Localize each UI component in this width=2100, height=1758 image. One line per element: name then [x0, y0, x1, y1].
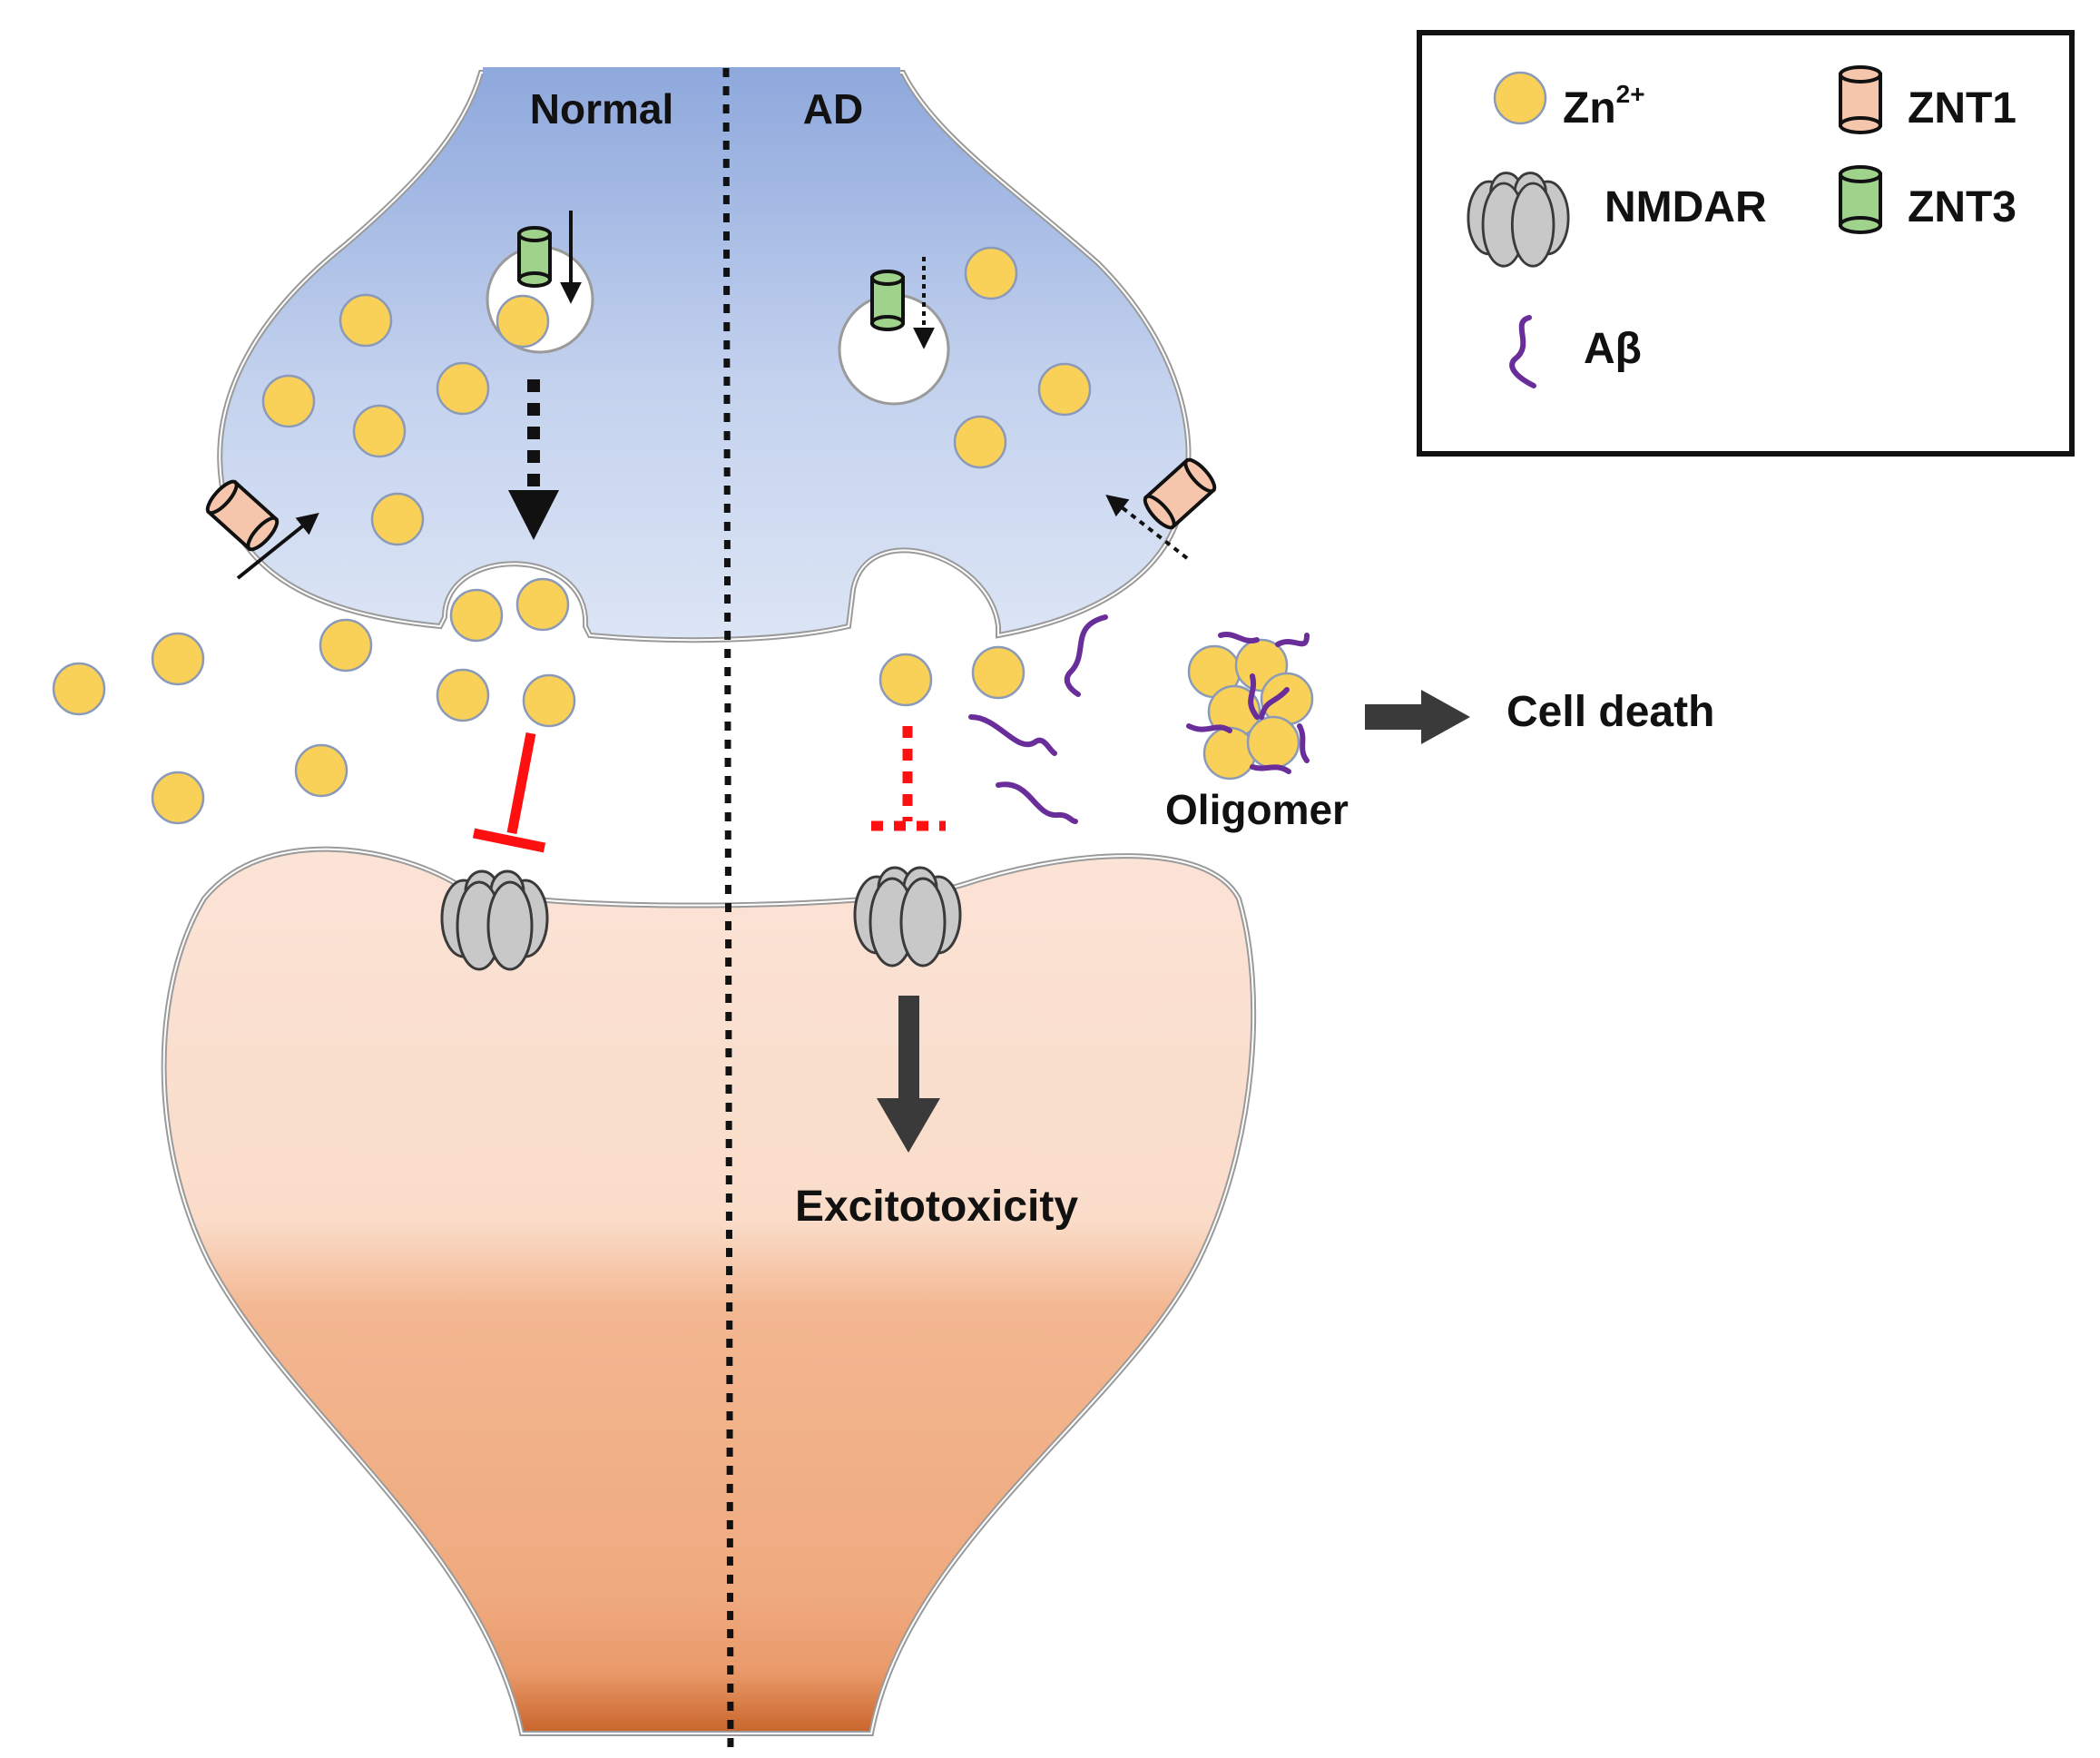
zinc-ion: [515, 577, 570, 632]
abeta-fragments: [968, 614, 1108, 824]
exocytosis-arrow: [508, 379, 559, 540]
ad-label: AD: [803, 85, 863, 133]
zinc-ion: [261, 374, 316, 428]
legend-abeta-icon: [1509, 315, 1536, 388]
legend-znt3-icon: [1839, 165, 1882, 234]
zinc-ion: [436, 668, 490, 722]
legend: Zn2+ ZNT1 NMDAR ZNT3 Aβ: [1417, 30, 2075, 457]
legend-nmdar-label: NMDAR: [1604, 183, 1767, 231]
legend-nmdar-icon: [1467, 172, 1570, 268]
abeta-zinc-oligomer: [1186, 631, 1314, 781]
presynaptic-membrane-inner: [219, 72, 1190, 642]
presynaptic-terminal: [217, 70, 1192, 643]
zinc-ion: [953, 415, 1007, 469]
zinc-ion: [352, 404, 407, 458]
zinc-ion: [971, 645, 1025, 700]
zinc-inhibition-normal: [472, 732, 546, 853]
excitotoxicity-label: Excitotoxicity: [795, 1183, 1078, 1231]
zinc-ion: [449, 588, 504, 643]
znt3-transporter-ad: [870, 270, 905, 331]
nmdar-receptor-ad: [853, 866, 962, 967]
legend-abeta-label: Aβ: [1584, 325, 1642, 373]
zinc-ion: [319, 618, 373, 673]
znt1-transporter-ad: [1143, 457, 1217, 530]
nmdar-receptor-normal: [440, 869, 549, 971]
cell-death-label: Cell death: [1506, 688, 1714, 736]
zinc-ion: [339, 293, 393, 348]
zinc-ion: [878, 653, 933, 707]
legend-znt1-label: ZNT1: [1908, 84, 2017, 133]
zinc-ion: [370, 492, 425, 546]
legend-zinc-superscript: 2+: [1616, 80, 1645, 108]
zinc-ion: [151, 771, 205, 825]
legend-zinc-icon: [1493, 71, 1547, 125]
zinc-ion: [294, 743, 348, 798]
cell-death-arrow: [1365, 690, 1470, 744]
zinc-ion: [496, 294, 550, 349]
postsynaptic-membrane-inner: [162, 848, 1255, 1734]
zinc-ion: [52, 662, 106, 716]
postsynaptic-terminal: [161, 846, 1257, 1736]
znt3-transporter-normal: [517, 226, 552, 288]
zinc-ion: [151, 632, 205, 686]
legend-zinc-label: Zn2+: [1563, 80, 1645, 133]
normal-label: Normal: [530, 85, 673, 133]
excitotoxicity-arrow: [877, 996, 940, 1153]
oligomer-label: Oligomer: [1165, 786, 1349, 833]
zinc-ion: [1037, 362, 1092, 417]
zinc-inhibition-ad-reduced: [871, 726, 946, 831]
zinc-ion: [436, 361, 490, 416]
zinc-ion: [522, 673, 576, 728]
legend-znt3-label: ZNT3: [1908, 183, 2017, 231]
znt1-efflux-arrow-normal: [236, 512, 319, 580]
legend-znt1-icon: [1839, 65, 1882, 134]
presynaptic-top-edge: [483, 67, 900, 75]
znt1-transporter-normal: [205, 479, 280, 552]
zinc-ion: [964, 246, 1018, 300]
